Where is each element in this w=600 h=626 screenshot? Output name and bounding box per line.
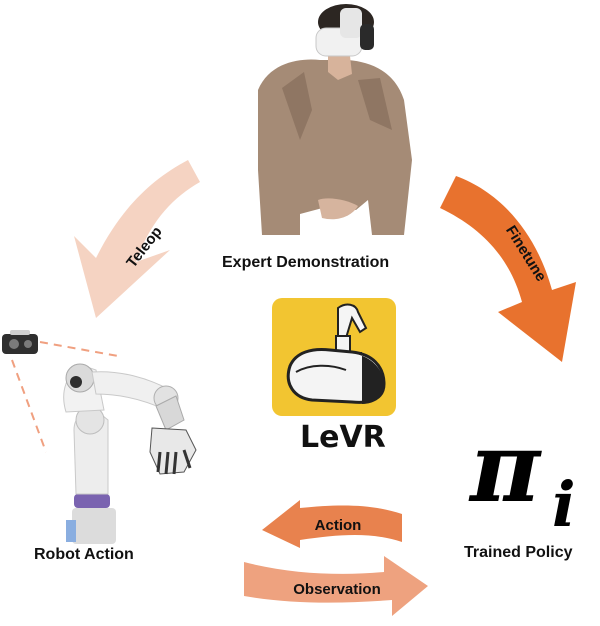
levr-logo	[272, 298, 396, 416]
action-arrow	[262, 500, 402, 548]
action-label: Action	[315, 517, 362, 534]
camera-view-line-lower	[11, 359, 47, 453]
observation-arrow	[244, 556, 428, 616]
vr-headset-image	[315, 8, 374, 57]
robot-action-label: Robot Action	[34, 546, 134, 563]
pi-symbol: π	[470, 411, 541, 524]
teleop-arrow	[74, 160, 200, 318]
expert-person-image	[258, 4, 412, 235]
pi-subscript: i	[552, 468, 576, 541]
trained-policy-label: Trained Policy	[464, 544, 573, 561]
expert-demonstration-label: Expert Demonstration	[222, 254, 390, 271]
camera-view-line-upper	[39, 341, 119, 357]
camera-image	[2, 330, 38, 354]
robot-arm-image	[63, 363, 197, 544]
finetune-arrow	[440, 176, 576, 362]
observation-label: Observation	[293, 581, 381, 598]
levr-title: LeVR	[300, 420, 386, 455]
